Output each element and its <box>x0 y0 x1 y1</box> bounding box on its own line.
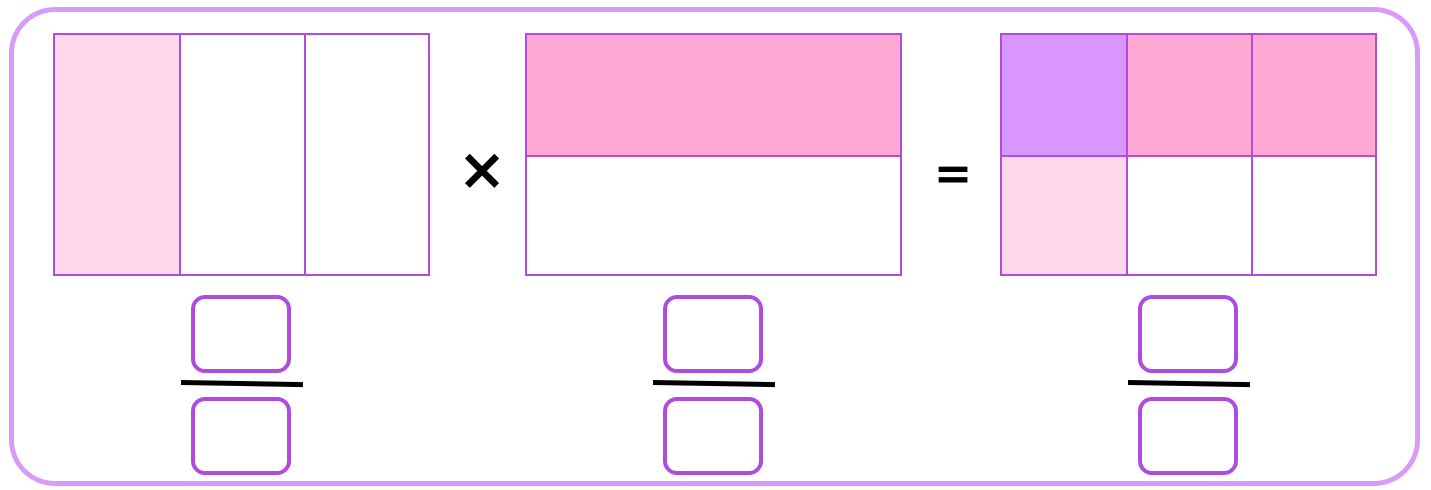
grid-cell <box>1126 155 1253 276</box>
grid-cell <box>525 155 902 276</box>
grid-cell <box>1251 33 1377 157</box>
grid-cell <box>1000 33 1128 157</box>
multiply-sign: × <box>457 135 507 203</box>
product-numerator-box[interactable] <box>1138 295 1238 373</box>
grid-cell <box>179 33 306 276</box>
first-denominator-box[interactable] <box>191 397 291 475</box>
second-numerator-box[interactable] <box>663 295 763 373</box>
diagram-frame <box>9 7 1420 486</box>
second-denominator-box[interactable] <box>663 397 763 475</box>
equals-sign: = <box>933 146 973 200</box>
first-numerator-box[interactable] <box>191 295 291 373</box>
product-denominator-box[interactable] <box>1138 397 1238 475</box>
second-fraction-model <box>525 33 902 276</box>
grid-cell <box>53 33 181 276</box>
grid-cell <box>1000 155 1128 276</box>
grid-cell <box>525 33 902 157</box>
grid-cell <box>304 33 430 276</box>
grid-cell <box>1251 155 1377 276</box>
first-fraction-model <box>53 33 430 276</box>
grid-cell <box>1126 33 1253 157</box>
product-fraction-model <box>1000 33 1377 276</box>
